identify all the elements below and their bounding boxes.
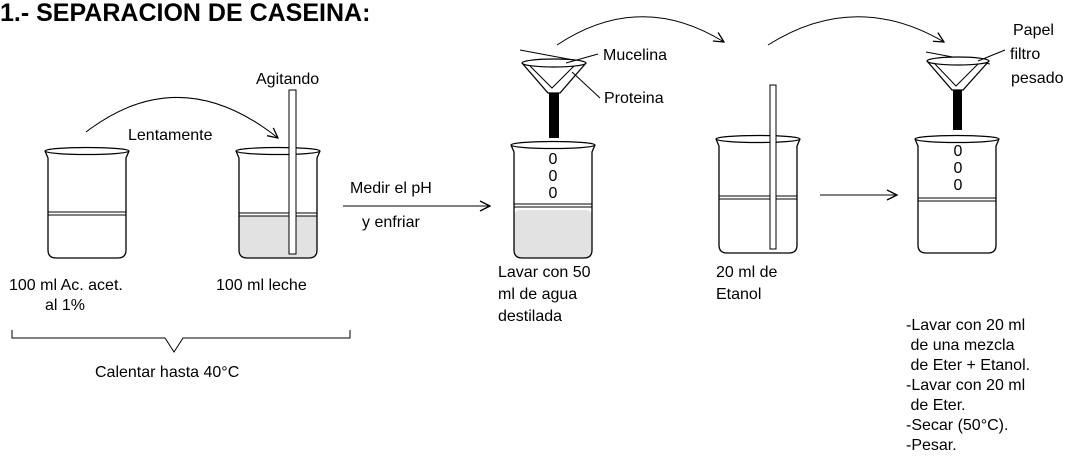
drop-5: 0 (954, 160, 963, 177)
beaker3-label-line1: Lavar con 50 (498, 264, 591, 281)
drop-3: 0 (549, 185, 558, 202)
label-medir-ph: Medir el pH (350, 180, 432, 197)
wash-liquid (514, 210, 592, 258)
beaker-milk (235, 89, 321, 259)
label-proteina: Proteina (604, 90, 664, 107)
arrow-lentamente (85, 97, 278, 138)
label-y-enfriar: y enfriar (362, 214, 420, 231)
drop-2: 0 (549, 168, 558, 185)
beaker-ethanol (715, 84, 801, 254)
label-calentar: Calentar hasta 40°C (95, 364, 239, 381)
label-lentamente: Lentamente (128, 127, 213, 144)
funnel-stem (953, 90, 962, 130)
funnel-stem (549, 93, 559, 138)
beaker1-label-line1: 100 ml Ac. acet. (9, 277, 123, 294)
page-title: 1.- SEPARACION DE CASEINA: (0, 0, 370, 27)
beaker4-label-line1: 20 ml de (716, 264, 777, 281)
step-line-3: de Eter + Etanol. (906, 357, 1030, 374)
step-line-5: de Eter. (906, 397, 966, 414)
label-agitando: Agitando (256, 71, 319, 88)
step-line-6: -Secar (50°C). (906, 417, 1008, 434)
arrow-to-final-funnel (767, 16, 944, 46)
final-steps: -Lavar con 20 ml de una mezcla de Eter +… (906, 317, 1030, 454)
drop-4: 0 (954, 143, 963, 160)
label-papel-1: Papel (1013, 22, 1054, 39)
beaker3-label-line2: ml de agua (498, 286, 577, 303)
step-line-2: de una mezcla (906, 337, 1015, 354)
drop-6: 0 (954, 177, 963, 194)
stirring-rod (288, 89, 297, 255)
beaker3-label-line3: destilada (498, 308, 562, 325)
label-papel-3: pesado (1011, 70, 1064, 87)
label-papel-2: filtro (1010, 46, 1040, 63)
step-line-1: -Lavar con 20 ml (906, 317, 1025, 334)
step-line-7: -Pesar. (906, 437, 957, 454)
beaker1-label-line2: al 1% (45, 297, 85, 314)
funnel-left (519, 49, 587, 138)
beaker-acetic-acid (44, 146, 130, 259)
leader-mucelina (565, 53, 599, 64)
beaker4-label-line2: Etanol (716, 286, 761, 303)
beaker-wash-water: 0 0 0 (510, 140, 596, 259)
brace-calentar (11, 330, 351, 353)
step-line-4: -Lavar con 20 ml (906, 377, 1025, 394)
milk-liquid (239, 219, 317, 258)
arrow-to-etanol (556, 16, 724, 46)
leader-papel (977, 49, 1006, 62)
drop-1: 0 (549, 151, 558, 168)
label-mucelina: Mucelina (603, 47, 667, 64)
glass-rod (769, 84, 777, 250)
funnel-right (925, 51, 991, 130)
beaker2-label-line1: 100 ml leche (216, 277, 307, 294)
leader-proteina (571, 71, 601, 99)
beaker-final: 0 0 0 (914, 134, 1000, 254)
